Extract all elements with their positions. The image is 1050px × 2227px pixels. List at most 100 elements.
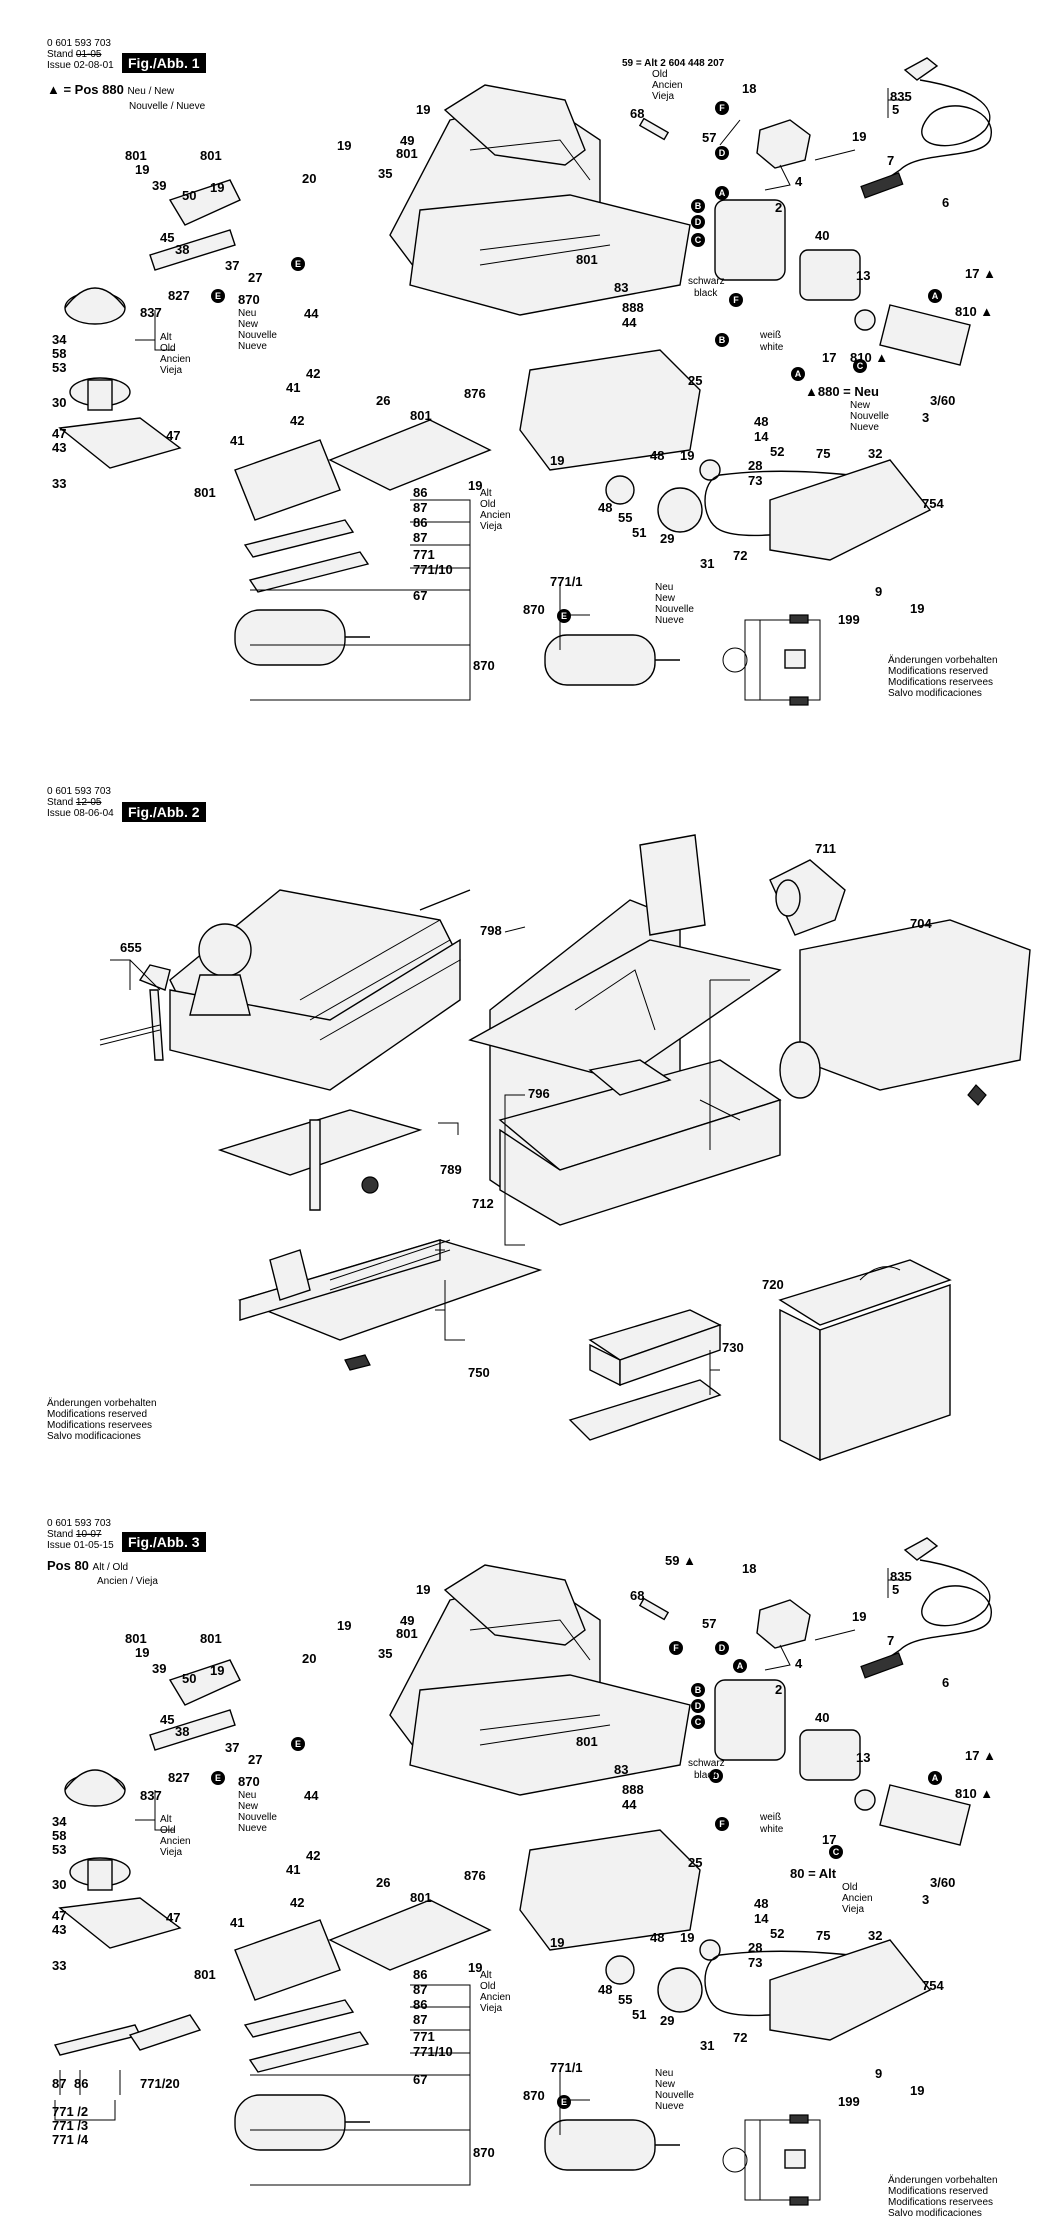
- drive-belt: [704, 1939, 932, 2041]
- svg-text:Nueve: Nueve: [238, 1823, 267, 1834]
- callout-bracket-771-2: [54, 2100, 116, 2121]
- footer-notice: Änderungen vorbehalten Modifications res…: [888, 2175, 998, 2219]
- footer-line-en: Modifications reserved: [47, 1409, 148, 1420]
- callout-bracket-cord: [887, 88, 908, 118]
- svg-text:55: 55: [618, 1992, 632, 2007]
- svg-text:14: 14: [754, 429, 769, 444]
- issue-value: 02-08-01: [73, 60, 114, 71]
- blade-drum: [234, 519, 680, 686]
- pos-note-main: ▲ = Pos 880: [47, 82, 124, 97]
- svg-text:42: 42: [290, 1895, 304, 1910]
- svg-text:New: New: [238, 319, 259, 330]
- footer-line-fr: Modifications reservees: [888, 2197, 994, 2208]
- svg-text:3: 3: [922, 1892, 929, 1907]
- svg-text:weiß: weiß: [759, 1812, 781, 1823]
- svg-text:A: A: [719, 188, 726, 198]
- svg-text:83: 83: [614, 280, 628, 295]
- svg-text:Vieja: Vieja: [480, 2003, 502, 2014]
- svg-text:A: A: [932, 291, 939, 301]
- svg-text:26: 26: [376, 1875, 390, 1890]
- svg-text:87: 87: [413, 1982, 427, 1997]
- pos-note: ▲ = Pos 880 Neu / New Nouvelle / Nueve: [47, 82, 205, 112]
- svg-text:31: 31: [700, 2038, 714, 2053]
- svg-text:870: 870: [473, 658, 495, 673]
- callout-bracket-cord: [887, 1568, 908, 1598]
- svg-text:87: 87: [52, 2076, 66, 2091]
- svg-text:38: 38: [175, 1724, 189, 1739]
- svg-text:Old: Old: [160, 1825, 176, 1836]
- svg-text:14: 14: [754, 1911, 769, 1926]
- svg-text:34: 34: [52, 332, 67, 347]
- svg-text:6: 6: [942, 195, 949, 210]
- svg-text:F: F: [719, 1819, 725, 1829]
- svg-text:35: 35: [378, 166, 392, 181]
- svg-text:19: 19: [468, 478, 482, 493]
- svg-text:D: D: [695, 1701, 702, 1711]
- svg-text:Nueve: Nueve: [655, 2101, 684, 2112]
- svg-text:7: 7: [887, 1633, 894, 1648]
- svg-text:39: 39: [152, 178, 166, 193]
- sheet-header: 0 601 593 703 Stand 10-07 Issue 01-05-15: [47, 1518, 114, 1551]
- alt-note-text: 59 = Alt 2 604 448 207: [622, 58, 725, 69]
- svg-text:86: 86: [413, 515, 427, 530]
- svg-text:801: 801: [410, 1890, 432, 1905]
- svg-text:C: C: [695, 235, 702, 245]
- svg-text:19: 19: [550, 1935, 564, 1950]
- svg-text:Vieja: Vieja: [842, 1904, 864, 1915]
- svg-text:19: 19: [416, 1582, 430, 1597]
- svg-text:53: 53: [52, 1842, 66, 1857]
- svg-text:19: 19: [210, 180, 224, 195]
- svg-text:771: 771: [413, 2029, 435, 2044]
- svg-text:38: 38: [175, 242, 189, 257]
- svg-text:801: 801: [194, 485, 216, 500]
- svg-text:18: 18: [742, 81, 756, 96]
- svg-text:57: 57: [702, 1616, 716, 1631]
- svg-text:D: D: [713, 1771, 720, 1781]
- svg-text:801: 801: [200, 148, 222, 163]
- stand-value: 01-05: [75, 49, 102, 60]
- footer-line-de: Änderungen vorbehalten: [47, 1398, 157, 1409]
- svg-text:86: 86: [413, 1967, 427, 1982]
- svg-text:3/60: 3/60: [930, 1875, 955, 1890]
- svg-text:Alt: Alt: [480, 488, 492, 499]
- svg-text:771/10: 771/10: [413, 2044, 453, 2059]
- svg-text:E: E: [215, 291, 221, 301]
- doc-number: 0 601 593 703: [47, 1518, 111, 1529]
- svg-text:40: 40: [815, 1710, 829, 1725]
- svg-text:870: 870: [238, 292, 260, 307]
- motor-armature: [714, 1679, 971, 1846]
- svg-text:67: 67: [413, 588, 427, 603]
- power-cord: [860, 1537, 992, 1679]
- svg-text:72: 72: [733, 2030, 747, 2045]
- svg-text:711: 711: [815, 841, 836, 856]
- svg-text:New: New: [655, 593, 676, 604]
- svg-text:876: 876: [464, 386, 486, 401]
- svg-text:Nouvelle: Nouvelle: [655, 604, 694, 615]
- svg-text:Ancien: Ancien: [160, 1836, 191, 1847]
- svg-text:53: 53: [52, 360, 66, 375]
- svg-text:754: 754: [922, 496, 944, 511]
- svg-text:801: 801: [200, 1631, 222, 1646]
- issue-value: 08-06-04: [73, 808, 114, 819]
- blocks-730: [568, 1309, 722, 1441]
- svg-text:870: 870: [523, 2088, 545, 2103]
- svg-text:6: 6: [942, 1675, 949, 1690]
- svg-text:A: A: [795, 369, 802, 379]
- footer-line-fr: Modifications reservees: [47, 1420, 153, 1431]
- svg-text:F: F: [719, 103, 725, 113]
- svg-text:weiß: weiß: [759, 330, 781, 341]
- svg-text:white: white: [759, 342, 784, 353]
- svg-text:876: 876: [464, 1868, 486, 1883]
- parallel-guide-789: [217, 1109, 423, 1211]
- svg-text:25: 25: [688, 373, 702, 388]
- svg-text:47: 47: [166, 1910, 180, 1925]
- svg-text:Nouvelle: Nouvelle: [850, 411, 889, 422]
- svg-text:37: 37: [225, 1740, 239, 1755]
- svg-text:E: E: [561, 2097, 567, 2107]
- svg-text:41: 41: [286, 380, 300, 395]
- callout-730: [709, 1350, 720, 1395]
- svg-text:E: E: [295, 259, 301, 269]
- power-cord: [860, 57, 992, 199]
- pos-note-lang: Neu / New: [127, 86, 175, 97]
- svg-text:80 = Alt: 80 = Alt: [790, 1866, 837, 1881]
